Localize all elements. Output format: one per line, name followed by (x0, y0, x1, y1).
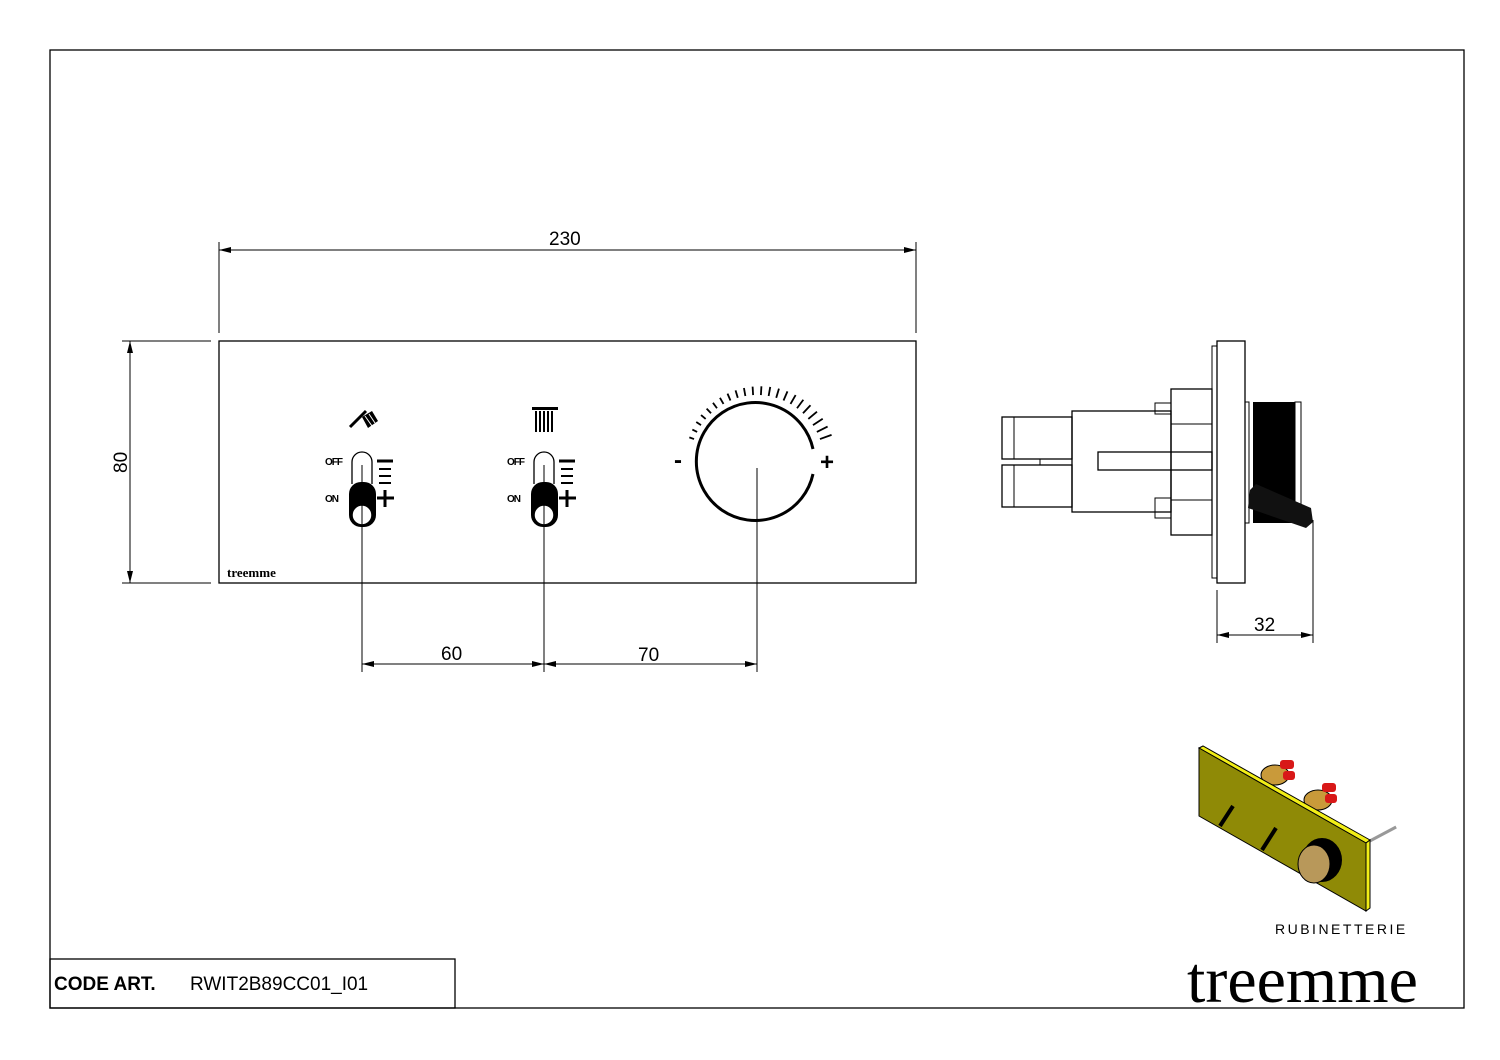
flow-scale-icon (377, 459, 394, 507)
dial-tick (807, 410, 818, 420)
dial-tick (802, 404, 812, 414)
dial-tick (695, 421, 702, 426)
code-label: CODE ART. (54, 974, 156, 995)
diverter-lever-handshower: OFF ON (325, 409, 394, 672)
dim-spacing-left: 60 (441, 644, 462, 665)
logo-name: treemme (1187, 944, 1418, 1017)
thermostatic-knob: - + (674, 386, 834, 672)
dial-tick (816, 425, 829, 433)
flow-scale-icon (559, 459, 576, 507)
dim-height: 80 (111, 452, 132, 473)
handshower-icon (348, 409, 378, 429)
dial-tick (712, 402, 718, 409)
minus-symbol: - (674, 447, 682, 474)
dial-tick (819, 434, 832, 440)
dial-tick (789, 394, 797, 405)
dial-tick (812, 418, 824, 426)
dial-tick (782, 391, 789, 401)
front-view: treemme 230 80 OFF ON (111, 229, 917, 672)
dial-tick (719, 397, 725, 405)
dial-tick (796, 399, 805, 409)
dial-tick (759, 386, 763, 396)
plate-brand: treemme (227, 565, 276, 580)
dial-tick (689, 436, 695, 440)
drawing-frame (49, 49, 1465, 1009)
diverter-lever-overhead: OFF ON (507, 407, 576, 672)
dial-tick (700, 414, 707, 420)
side-view: 32 (1001, 340, 1314, 643)
logo-subtitle: RUBINETTERIE (1275, 921, 1408, 937)
dim-width: 230 (549, 229, 581, 250)
front-plate (218, 340, 917, 584)
on-label: ON (325, 494, 339, 505)
isometric-preview (1197, 745, 1397, 912)
lever-side (1248, 484, 1313, 528)
dial-tick (726, 393, 732, 401)
code-value: RWIT2B89CC01_I01 (190, 974, 368, 995)
off-label: OFF (325, 457, 343, 468)
dim-spacing-right: 70 (638, 645, 659, 666)
dial-tick (743, 387, 747, 397)
title-block: CODE ART. RWIT2B89CC01_I01 (49, 958, 456, 1009)
brand-logo: RUBINETTERIE treemme (1187, 921, 1418, 1017)
dial-tick (775, 388, 780, 399)
dial-tick (734, 390, 739, 399)
plus-symbol: + (820, 449, 834, 476)
dial-tick (705, 407, 712, 414)
dim-depth: 32 (1254, 615, 1275, 636)
overhead-shower-icon (532, 407, 558, 432)
off-label: OFF (507, 457, 525, 468)
temperature-scale-ticks (689, 386, 832, 440)
dial-tick (691, 428, 698, 433)
on-label: ON (507, 494, 521, 505)
dial-tick (767, 386, 772, 397)
